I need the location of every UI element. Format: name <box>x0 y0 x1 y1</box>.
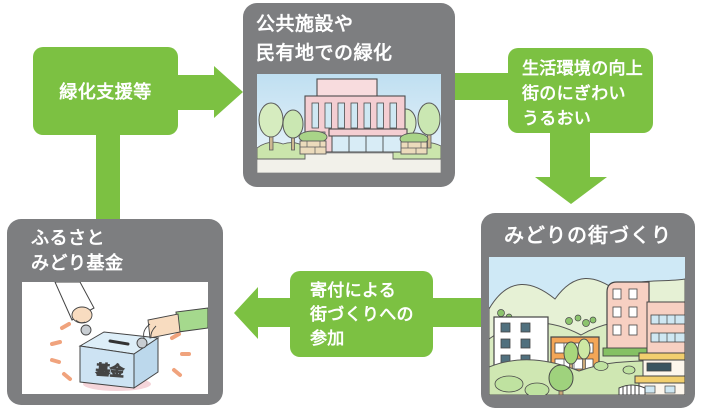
green-town-illustration <box>489 257 685 395</box>
donation-box-illustration: 基金 <box>22 282 208 394</box>
label-line: 寄付による <box>310 281 396 300</box>
label-line: うるおい <box>522 109 592 128</box>
arrow-donation-to-fund-icon <box>234 287 292 339</box>
green-town-title: みどりの街づくり <box>504 225 672 247</box>
upper-windows <box>311 102 397 129</box>
right-hand <box>136 307 208 349</box>
gate-fence <box>618 384 646 395</box>
node-public-greening: 公共施設や 民有地での緑化 <box>243 3 455 187</box>
yellow-house <box>634 352 685 395</box>
public-greening-title: 公共施設や 民有地での緑化 <box>243 3 455 68</box>
fund-box: 基金 <box>78 331 160 389</box>
connector-fund-to-support <box>96 132 120 220</box>
pink-tower <box>602 281 654 357</box>
pink-annex <box>646 301 685 355</box>
title-line: 公共施設や <box>256 14 354 35</box>
sparkle-dashes <box>50 322 191 381</box>
connector-machizukuri-to-donation <box>430 298 483 327</box>
coin <box>80 324 92 336</box>
brick-planters <box>298 130 429 155</box>
node-greening-support: 緑化支援等 <box>33 47 178 135</box>
arrow-support-to-greening-icon <box>178 66 243 118</box>
node-green-town: みどりの街づくり <box>481 213 695 408</box>
coin-slot <box>108 339 130 346</box>
coin <box>136 337 148 349</box>
left-hand <box>54 282 95 336</box>
label-line: 街のにぎわい <box>522 84 626 103</box>
node-environment-improvement: 生活環境の向上 街のにぎわい うるおい <box>508 48 653 133</box>
title-line: みどり基金 <box>31 253 124 273</box>
support-label: 緑化支援等 <box>59 82 152 102</box>
storefront-glass <box>331 135 403 153</box>
foreground-tree <box>548 364 574 395</box>
fund-title: ふるさと みどり基金 <box>7 219 223 276</box>
node-furusato-midori-fund: ふるさと みどり基金 基金 <box>7 219 223 405</box>
label-line: 生活環境の向上 <box>522 59 644 78</box>
canopy <box>328 128 408 137</box>
node-donation-participation: 寄付による 街づくりへの 参加 <box>290 271 433 357</box>
connector-greening-to-improvement <box>452 73 510 100</box>
title-line: 民有地での緑化 <box>256 43 393 64</box>
public-building-illustration <box>257 74 441 173</box>
fund-box-label: 基金 <box>95 361 125 379</box>
title-line: ふるさと <box>31 228 105 248</box>
label-line: 参加 <box>310 329 345 348</box>
arrow-improvement-to-machizukuri-icon <box>535 131 607 204</box>
bushes <box>494 361 636 395</box>
label-line: 街づくりへの <box>310 305 414 324</box>
